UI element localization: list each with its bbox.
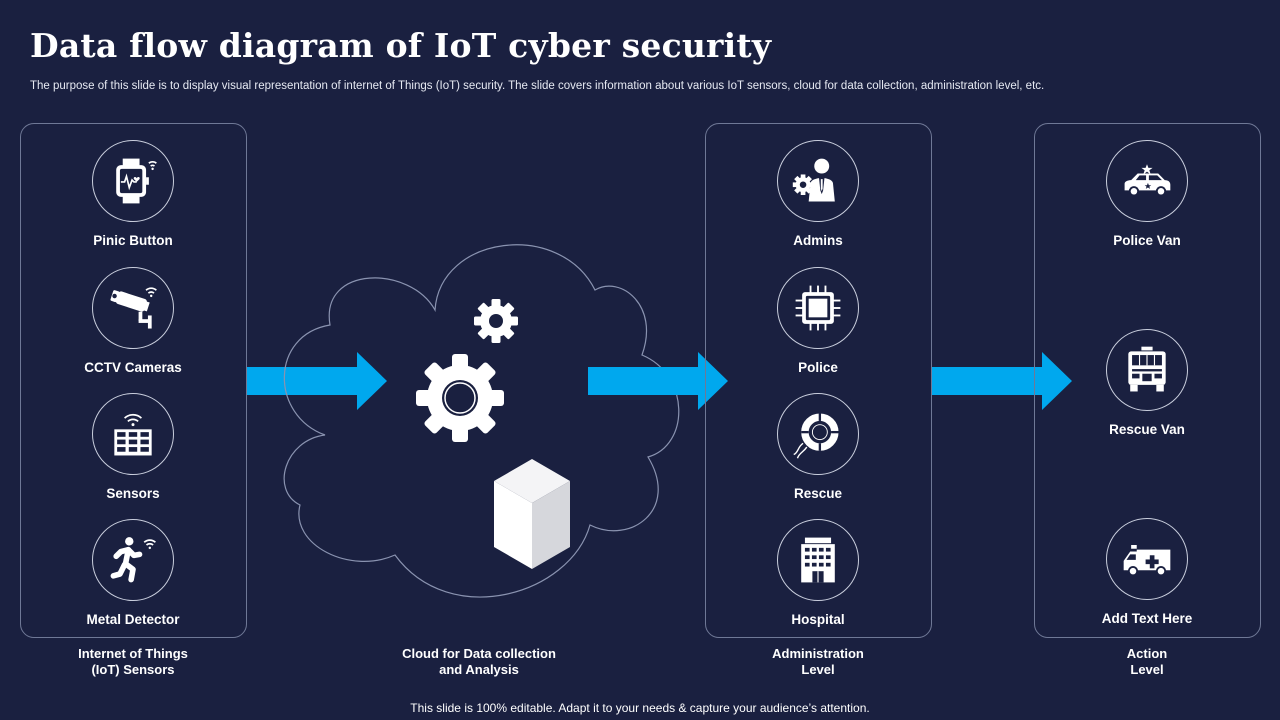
admin-item-hospital: Hospital (748, 519, 888, 627)
fire-truck-icon (1106, 329, 1188, 411)
gear-icon (474, 299, 518, 343)
footer-note: This slide is 100% editable. Adapt it to… (410, 701, 870, 715)
sensor-item-label: Pinic Button (93, 233, 173, 248)
sensor-item-panic-button: Pinic Button (63, 140, 203, 248)
admin-item-police: Police (748, 267, 888, 375)
running-person-icon (92, 519, 174, 601)
sensor-item-cctv: CCTV Cameras (63, 267, 203, 375)
admin-item-admins: Admins (748, 140, 888, 248)
administration-caption: Administration Level (705, 646, 931, 678)
sensor-grid-icon (92, 393, 174, 475)
cube-icon (494, 459, 570, 569)
caption-line: (IoT) Sensors (91, 662, 175, 677)
page-subtitle: The purpose of this slide is to display … (30, 80, 1045, 92)
caption-line: and Analysis (439, 662, 519, 677)
page-title: Data flow diagram of IoT cyber security (30, 26, 772, 65)
admin-user-icon (777, 140, 859, 222)
flow-arrow-2 (588, 352, 728, 410)
sensors-panel (20, 123, 247, 638)
admin-item-rescue: Rescue (748, 393, 888, 501)
ambulance-icon (1106, 518, 1188, 600)
caption-line: Level (1130, 662, 1164, 677)
action-item-rescue-van: Rescue Van (1077, 329, 1217, 437)
caption-line: Action (1126, 646, 1168, 661)
sensor-item-sensors: Sensors (63, 393, 203, 501)
gear-icon (416, 354, 504, 442)
action-item-police-van: Police Van (1077, 140, 1217, 248)
flow-arrow-1 (247, 352, 387, 410)
smartwatch-icon (92, 140, 174, 222)
chip-icon (777, 267, 859, 349)
cloud-caption: Cloud for Data collection and Analysis (366, 646, 592, 678)
cctv-camera-icon (92, 267, 174, 349)
admin-item-label: Police (798, 360, 838, 375)
lifebuoy-icon (777, 393, 859, 475)
action-item-add-text: Add Text Here (1077, 518, 1217, 626)
action-item-label: Rescue Van (1109, 422, 1185, 437)
police-car-icon (1106, 140, 1188, 222)
sensor-item-metal-detector: Metal Detector (63, 519, 203, 627)
action-panel (1034, 123, 1261, 638)
sensor-item-label: Sensors (106, 486, 160, 501)
administration-panel (705, 123, 932, 638)
caption-line: Administration (772, 646, 864, 661)
action-caption: Action Level (1034, 646, 1260, 678)
caption-line: Level (801, 662, 835, 677)
admin-item-label: Hospital (791, 612, 845, 627)
admin-item-label: Rescue (793, 486, 843, 501)
action-item-label: Police Van (1113, 233, 1181, 248)
caption-line: Cloud for Data collection (402, 646, 556, 661)
flow-arrow-3 (932, 352, 1072, 410)
sensor-item-label: CCTV Cameras (84, 360, 182, 375)
caption-line: Internet of Things (78, 646, 188, 661)
admin-item-label: Admins (793, 233, 843, 248)
hospital-icon (777, 519, 859, 601)
action-item-label: Add Text Here (1101, 611, 1193, 626)
sensor-item-label: Metal Detector (86, 612, 180, 627)
sensors-caption: Internet of Things (IoT) Sensors (20, 646, 246, 678)
